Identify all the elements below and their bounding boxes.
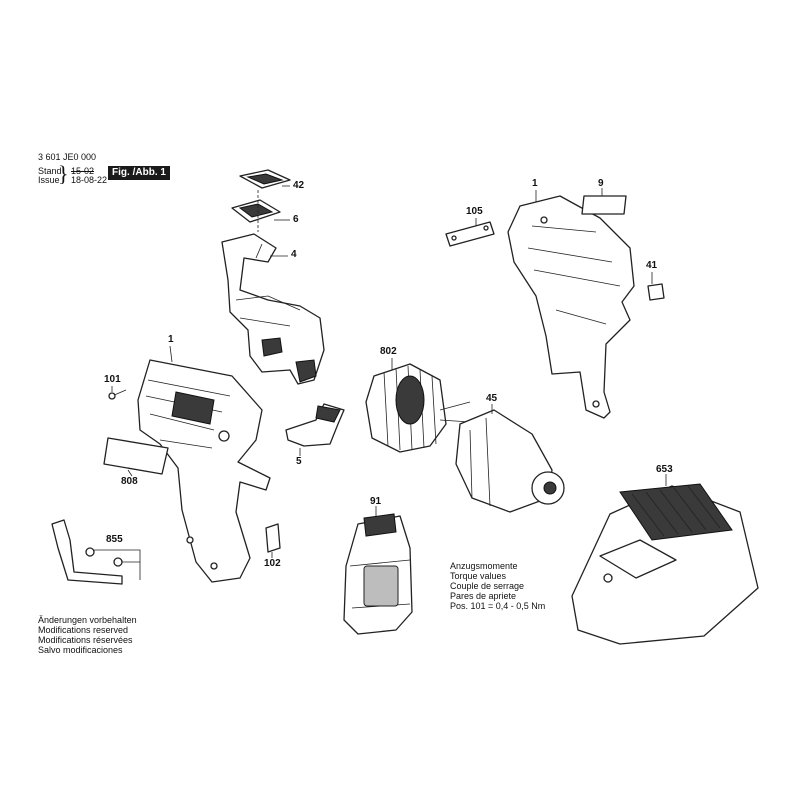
part-label-1-left: 1	[168, 334, 174, 345]
part-label-808: 808	[121, 476, 138, 487]
part-label-855: 855	[106, 534, 123, 545]
button-41-part	[647, 283, 665, 301]
direction-slider-part	[285, 403, 345, 447]
new-date: 18-08-22	[71, 175, 108, 185]
part-label-6: 6	[293, 214, 299, 225]
part-label-653: 653	[656, 464, 673, 475]
document-number: 3 601 JE0 000	[38, 152, 97, 162]
nameplate-808-part	[103, 437, 169, 475]
issue-label: Issue	[38, 175, 60, 185]
part-label-45: 45	[486, 393, 498, 404]
torque-heading-en: Torque values	[450, 571, 507, 581]
part-label-91: 91	[370, 496, 382, 507]
part-label-101: 101	[104, 374, 121, 385]
figure-label: Fig. /Abb. 1	[108, 166, 170, 180]
part-label-4: 4	[291, 249, 297, 260]
label-plate-part	[239, 169, 291, 189]
torque-value-pos101: Pos. 101 = 0,4 - 0,5 Nm	[450, 601, 546, 611]
switch-module-part	[221, 233, 325, 385]
old-date: 15-02	[71, 166, 95, 176]
motor-802-part	[365, 363, 471, 453]
switch-cover-part	[231, 199, 281, 223]
part-label-802: 802	[380, 346, 397, 357]
part-label-42: 42	[293, 180, 305, 191]
torque-heading-fr: Couple de serrage	[450, 581, 525, 591]
part-label-5: 5	[296, 456, 302, 467]
screw-855a-part	[85, 547, 95, 557]
battery-pack-part	[343, 513, 413, 635]
right-housing-part	[507, 195, 635, 419]
brace-icon: }	[58, 161, 69, 186]
change-notice-fr: Modifications réservées	[38, 635, 133, 645]
clip-102-part	[265, 523, 281, 553]
label-9-part	[581, 195, 627, 215]
change-notice-de: Änderungen vorbehalten	[38, 615, 137, 625]
part-label-9: 9	[598, 178, 604, 189]
change-notice-es: Salvo modificaciones	[38, 645, 123, 655]
belt-clip-part	[51, 519, 123, 585]
torque-heading-es: Pares de apriete	[450, 591, 517, 601]
stand-label: Stand	[38, 166, 62, 176]
part-label-1-right: 1	[532, 178, 538, 189]
part-label-105: 105	[466, 206, 483, 217]
screw-855b-part	[113, 557, 123, 567]
part-label-41: 41	[646, 260, 658, 271]
change-notice-en: Modifications reserved	[38, 625, 129, 635]
part-label-102: 102	[264, 558, 281, 569]
charger-653-part	[571, 483, 759, 645]
screw-101-part	[108, 389, 127, 400]
left-housing-part	[137, 359, 271, 583]
torque-heading-de: Anzugsmomente	[450, 561, 518, 571]
gearbox-45-part	[455, 409, 565, 513]
plate-105-part	[445, 221, 495, 247]
